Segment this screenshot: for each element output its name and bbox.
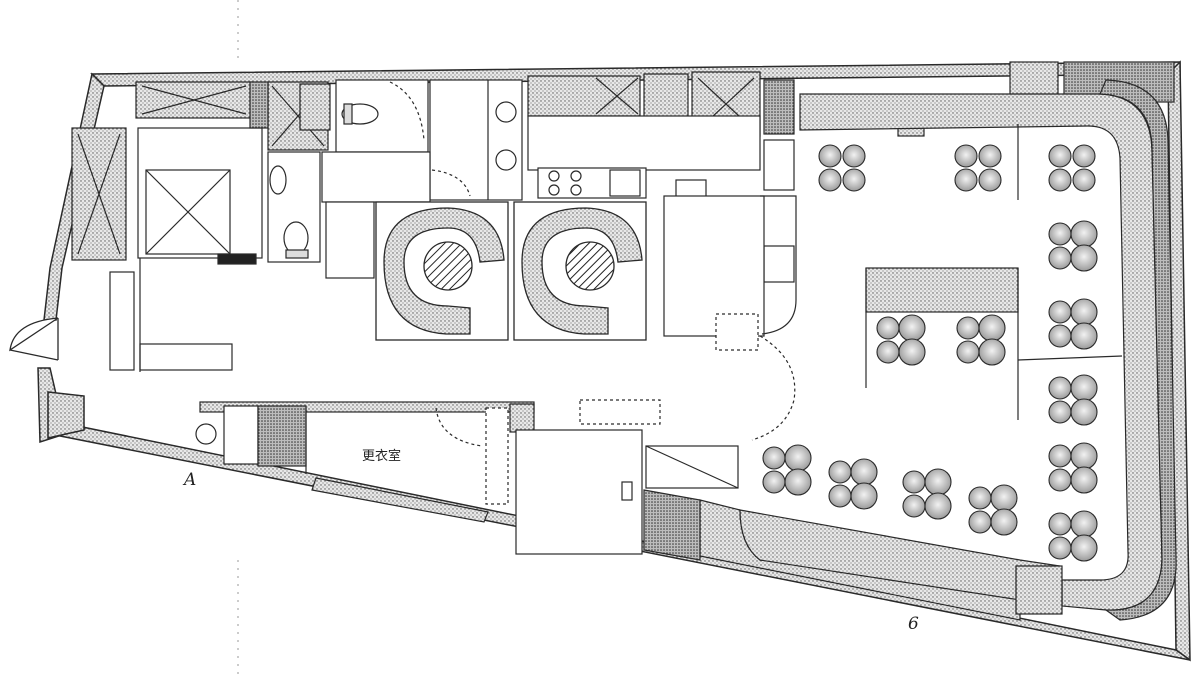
chair — [902, 494, 926, 518]
chair — [876, 340, 900, 364]
chair — [1070, 220, 1098, 248]
chair — [1072, 144, 1096, 168]
chair — [898, 314, 926, 342]
chair — [876, 316, 900, 340]
chair — [978, 338, 1006, 366]
washrooms — [267, 79, 523, 279]
chair — [978, 168, 1002, 192]
center-banquette — [865, 124, 1123, 420]
chair — [1048, 246, 1072, 270]
chair — [828, 460, 852, 484]
inner-partitions — [109, 258, 739, 555]
changing-room-label: 更衣室 — [362, 449, 402, 464]
chair — [902, 470, 926, 494]
chair — [1070, 466, 1098, 494]
chair — [1070, 298, 1098, 326]
chair — [842, 144, 866, 168]
chair — [762, 446, 786, 470]
chair — [850, 458, 878, 486]
chair — [968, 510, 992, 534]
booth-right — [513, 201, 647, 341]
chair — [1072, 168, 1096, 192]
booth-left — [375, 201, 509, 341]
chair — [1048, 444, 1072, 468]
chair — [850, 482, 878, 510]
chair — [990, 484, 1018, 512]
chair — [1070, 510, 1098, 538]
chair — [842, 168, 866, 192]
chair — [954, 144, 978, 168]
chair — [818, 144, 842, 168]
chair — [924, 468, 952, 496]
chair — [978, 314, 1006, 342]
chair — [1048, 222, 1072, 246]
chair — [1048, 144, 1072, 168]
chair — [1048, 400, 1072, 424]
chair — [1048, 168, 1072, 192]
chair — [956, 340, 980, 364]
chair — [978, 144, 1002, 168]
kitchen-area — [527, 71, 795, 283]
chair — [762, 470, 786, 494]
chair — [784, 444, 812, 472]
chair — [924, 492, 952, 520]
section-label-b: 6 — [908, 614, 919, 634]
chair — [1048, 512, 1072, 536]
service-counter — [663, 195, 797, 441]
chair — [1070, 442, 1098, 470]
chair — [1070, 322, 1098, 350]
chair — [1048, 376, 1072, 400]
chair — [954, 168, 978, 192]
chair — [1070, 244, 1098, 272]
dining-banquette — [739, 79, 1177, 621]
chair — [956, 316, 980, 340]
chair — [784, 468, 812, 496]
chair — [1070, 534, 1098, 562]
chair — [1048, 536, 1072, 560]
chair — [828, 484, 852, 508]
chair — [968, 486, 992, 510]
entrance-door — [9, 317, 59, 361]
chair — [1048, 468, 1072, 492]
section-label-a: A — [184, 470, 197, 490]
chair — [990, 508, 1018, 536]
chair — [1048, 324, 1072, 348]
chair — [818, 168, 842, 192]
chair — [1070, 398, 1098, 426]
chair — [1070, 374, 1098, 402]
dining-tables — [762, 144, 1098, 562]
chair — [1048, 300, 1072, 324]
service-cores — [71, 81, 331, 265]
chair — [898, 338, 926, 366]
